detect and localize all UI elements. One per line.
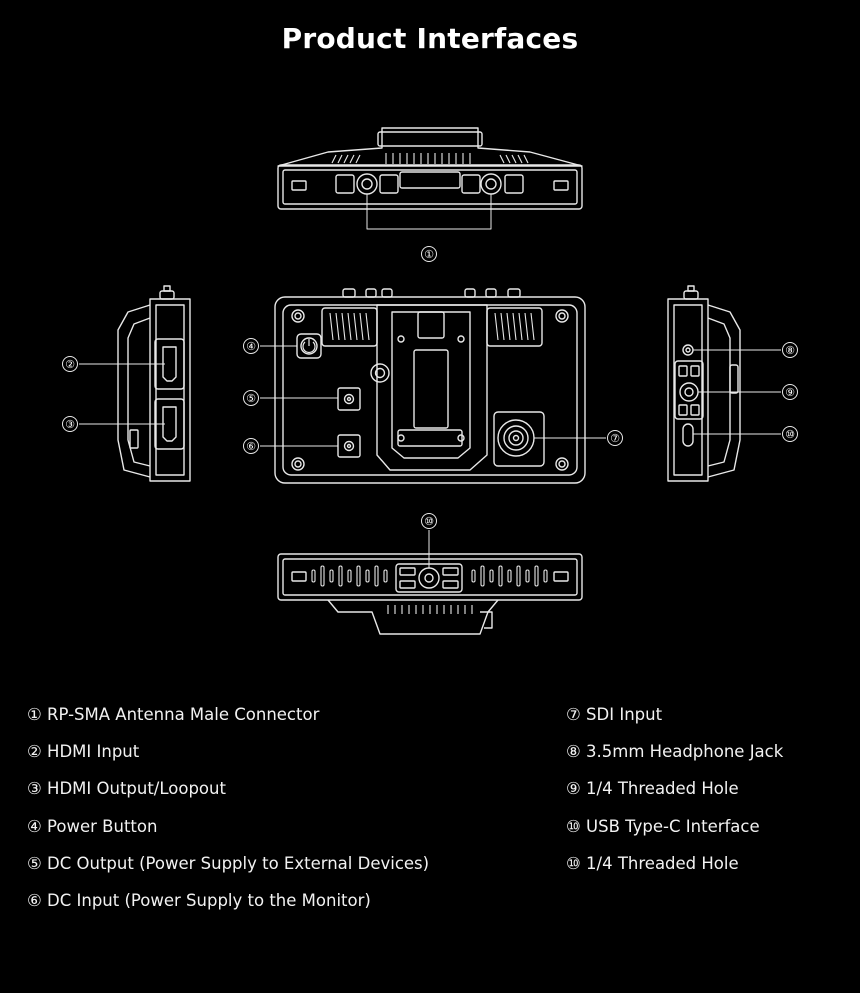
callout-1: ① bbox=[421, 246, 437, 262]
callout-10-side: ⑩ bbox=[782, 426, 798, 442]
antenna-connector-left bbox=[335, 173, 399, 195]
product-diagram: ① ② ③ ④ ⑤ ⑥ ⑦ ⑧ ⑨ ⑩ ⑩ bbox=[62, 127, 798, 635]
legend-item-8: ⑧ 3.5mm Headphone Jack bbox=[566, 742, 784, 762]
bottom-view bbox=[277, 530, 583, 635]
callout-7: ⑦ bbox=[607, 430, 623, 446]
callout-4: ④ bbox=[243, 338, 259, 354]
usb-c-port bbox=[682, 423, 694, 447]
legend-item-10-usb: ⑩ USB Type-C Interface bbox=[566, 816, 760, 836]
threaded-hole-side bbox=[674, 360, 704, 420]
callout-10-bottom: ⑩ bbox=[421, 513, 437, 529]
legend-item-3: ③ HDMI Output/Loopout bbox=[27, 779, 226, 799]
back-view bbox=[260, 288, 606, 484]
callouts: ① ② ③ ④ ⑤ ⑥ ⑦ ⑧ ⑨ ⑩ ⑩ bbox=[62, 246, 798, 529]
callout-5: ⑤ bbox=[243, 390, 259, 406]
svg-text:⑧: ⑧ bbox=[785, 344, 795, 357]
legend-item-9: ⑨ 1/4 Threaded Hole bbox=[566, 779, 739, 799]
svg-text:⑦: ⑦ bbox=[610, 432, 620, 445]
power-button bbox=[296, 333, 322, 359]
top-view bbox=[277, 127, 583, 230]
legend-item-1: ① RP-SMA Antenna Male Connector bbox=[27, 705, 320, 724]
callout-9: ⑨ bbox=[782, 384, 798, 400]
svg-text:⑩: ⑩ bbox=[785, 428, 795, 441]
svg-text:④: ④ bbox=[246, 340, 256, 353]
legend-right: ⑦ SDI Input ⑧ 3.5mm Headphone Jack ⑨ 1/4… bbox=[566, 704, 783, 890]
svg-text:⑨: ⑨ bbox=[785, 386, 795, 399]
legend-item-4: ④ Power Button bbox=[27, 816, 158, 836]
svg-text:⑤: ⑤ bbox=[246, 392, 256, 405]
callout-3: ③ bbox=[62, 416, 78, 432]
svg-text:②: ② bbox=[65, 358, 75, 371]
page-title: Product Interfaces bbox=[281, 22, 579, 55]
antenna-connector-right bbox=[461, 173, 524, 195]
left-side-view bbox=[79, 285, 191, 482]
callout-2: ② bbox=[62, 356, 78, 372]
svg-text:①: ① bbox=[424, 248, 434, 261]
top-vents bbox=[331, 153, 529, 164]
callout-8: ⑧ bbox=[782, 342, 798, 358]
callout-6: ⑥ bbox=[243, 438, 259, 454]
dc-output-port bbox=[337, 387, 361, 411]
svg-text:⑥: ⑥ bbox=[246, 440, 256, 453]
legend-item-5: ⑤ DC Output (Power Supply to External De… bbox=[27, 853, 430, 873]
headphone-jack bbox=[682, 344, 694, 356]
legend-item-10-thread: ⑩ 1/4 Threaded Hole bbox=[566, 853, 739, 873]
legend-item-2: ② HDMI Input bbox=[27, 742, 140, 762]
dc-input-port bbox=[337, 434, 361, 458]
threaded-hole-bottom bbox=[395, 563, 463, 593]
battery-plate bbox=[370, 304, 488, 471]
svg-text:⑩: ⑩ bbox=[424, 515, 434, 528]
svg-text:③: ③ bbox=[65, 418, 75, 431]
sdi-input-connector bbox=[493, 411, 545, 467]
legend-left: ① RP-SMA Antenna Male Connector ② HDMI I… bbox=[27, 704, 429, 927]
legend-item-6: ⑥ DC Input (Power Supply to the Monitor) bbox=[27, 890, 371, 910]
legend-item-7: ⑦ SDI Input bbox=[566, 705, 663, 724]
right-side-view bbox=[667, 285, 781, 482]
